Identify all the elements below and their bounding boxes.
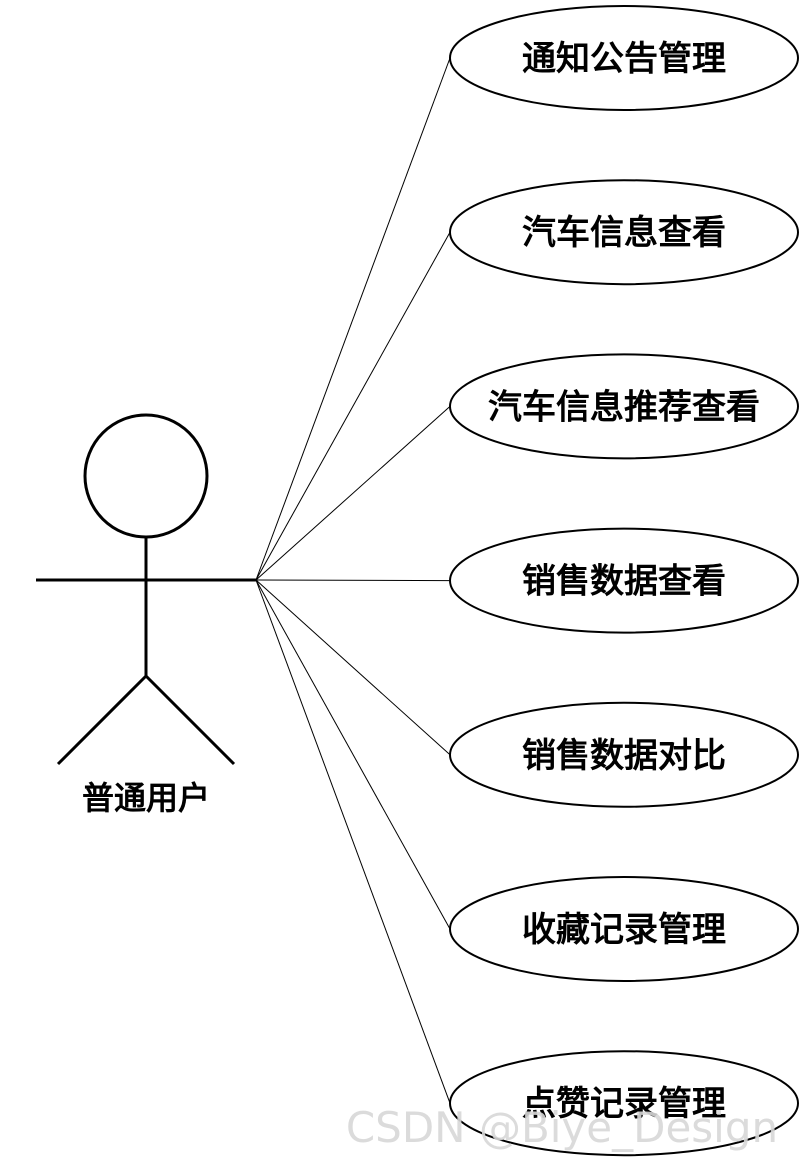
actor-label: 普通用户 [82, 779, 210, 817]
use-case-label: 通知公告管理 [522, 39, 726, 79]
use-case: 汽车信息推荐查看 [449, 353, 799, 460]
use-case: 销售数据对比 [449, 701, 799, 808]
use-case-group: 通知公告管理汽车信息查看汽车信息推荐查看销售数据查看销售数据对比收藏记录管理点赞… [449, 5, 799, 1157]
use-case-label: 销售数据查看 [522, 562, 726, 602]
use-case: 通知公告管理 [449, 5, 799, 111]
association-line [255, 406, 451, 581]
association-line [255, 579, 451, 1104]
use-case-ellipse [449, 701, 799, 808]
use-case-label: 点赞记录管理 [522, 1084, 726, 1124]
watermark-text: CSDN @Biye_Design [346, 1103, 778, 1152]
use-case-ellipse [449, 876, 799, 982]
use-case-label: 销售数据对比 [522, 736, 726, 776]
use-case: 销售数据查看 [449, 527, 799, 634]
use-case-label: 汽车信息推荐查看 [488, 387, 760, 427]
use-case-ellipse [449, 527, 799, 634]
use-case-ellipse [449, 1050, 799, 1157]
association-line [255, 579, 451, 582]
association-line [255, 57, 451, 581]
actor-left-leg [56, 674, 148, 766]
use-case-ellipse [449, 179, 799, 286]
use-case-ellipse [449, 353, 799, 460]
association-line [255, 579, 451, 930]
association-lines [255, 57, 451, 1104]
use-case-label: 收藏记录管理 [522, 910, 726, 950]
actor-right-leg [144, 674, 236, 766]
use-case: 收藏记录管理 [449, 876, 799, 982]
actor-figure [36, 413, 256, 766]
use-case: 点赞记录管理 [449, 1050, 799, 1157]
actor-head [83, 413, 209, 539]
use-case: 汽车信息查看 [449, 179, 799, 286]
association-line [255, 579, 451, 756]
use-case-label: 汽车信息查看 [522, 213, 726, 253]
use-case-ellipse [449, 5, 799, 111]
association-line [255, 231, 451, 581]
